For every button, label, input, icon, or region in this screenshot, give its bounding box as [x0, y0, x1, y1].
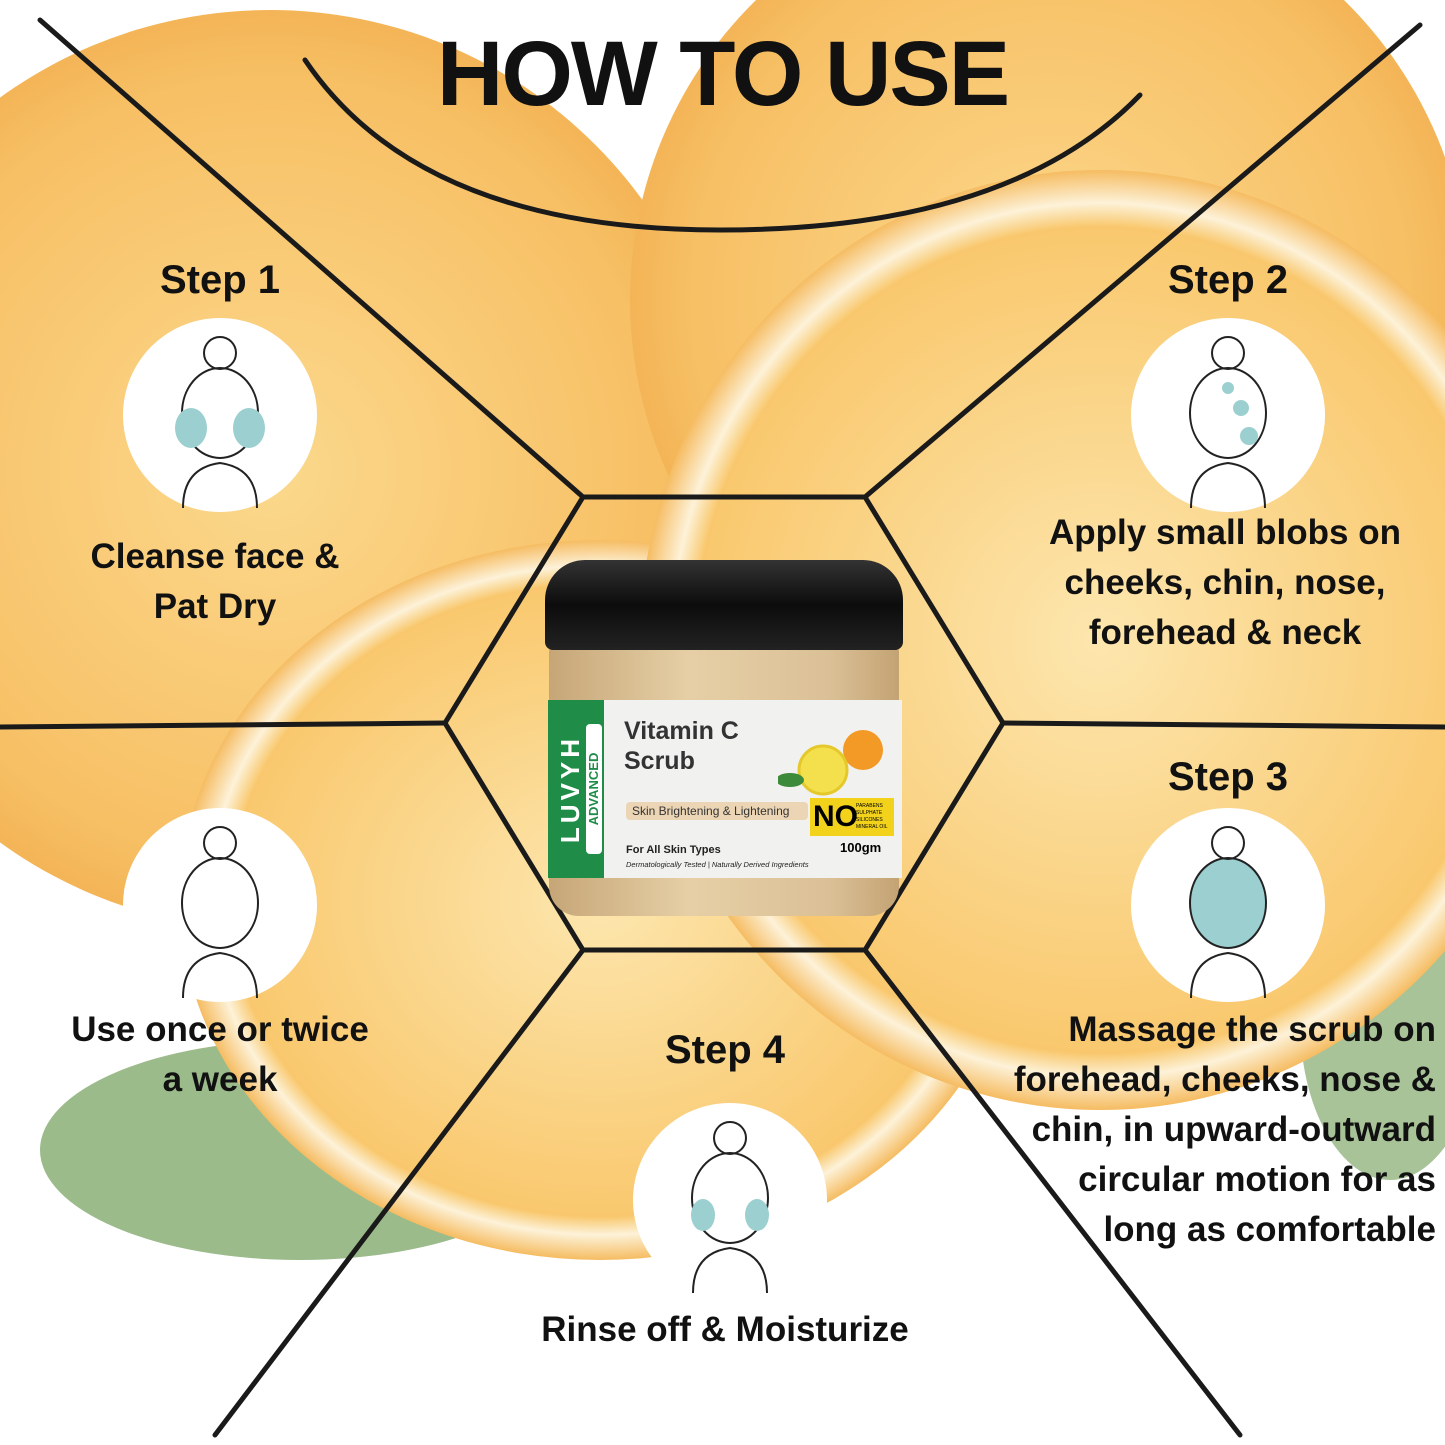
net-weight: 100gm — [840, 840, 882, 855]
face-icon — [181, 826, 259, 999]
step-1-illustration — [123, 318, 317, 512]
no-label: NO — [813, 800, 858, 833]
face-massaging-icon — [1189, 826, 1267, 999]
face-rinsing-icon — [691, 1121, 769, 1294]
free-from-item: SILICONES — [856, 817, 883, 823]
free-from-item: MINERAL OIL — [856, 824, 888, 830]
step-3-label: Step 3 — [1167, 755, 1289, 799]
brand-band: LUVYH ADVANCED — [548, 700, 604, 878]
step-4-description: Rinse off & Moisturize — [541, 1310, 909, 1349]
step-4-illustration — [633, 1103, 827, 1297]
free-from-list: PARABENS SULPHATE SILICONES MINERAL OIL — [856, 803, 888, 831]
step-2-description: Apply small blobs on cheeks, chin, nose,… — [1049, 513, 1401, 652]
free-from-item: SULPHATE — [856, 810, 883, 816]
free-from-item: PARABENS — [856, 803, 883, 809]
step-2-label: Step 2 — [1167, 258, 1289, 302]
page-title: HOW TO USE — [436, 23, 1010, 125]
product-name: Vitamin C Scrub — [624, 717, 739, 775]
face-applying-icon — [1189, 336, 1267, 509]
product-jar: LUVYH ADVANCED Vitamin C Scrub Skin Brig… — [545, 560, 903, 920]
product-line: ADVANCED — [586, 724, 602, 854]
divider-lines — [0, 17, 1445, 1438]
benefit-badge: Skin Brightening & Lightening — [626, 802, 808, 820]
jar-lid — [545, 560, 903, 650]
claims: Dermatologically Tested | Naturally Deri… — [626, 860, 809, 869]
step-3-illustration — [1131, 808, 1325, 1002]
face-washing-icon — [175, 336, 265, 509]
step-2-illustration — [1131, 318, 1325, 512]
step-1-description: Cleanse face & Pat Dry — [90, 537, 340, 626]
skin-types: For All Skin Types — [626, 844, 721, 856]
frequency-illustration — [123, 808, 317, 1002]
frequency-text: Use once or twice a week — [71, 1010, 369, 1099]
brand-name: LUVYH — [555, 734, 585, 844]
product-label: LUVYH ADVANCED Vitamin C Scrub Skin Brig… — [548, 700, 902, 878]
step-3-description: Massage the scrub on forehead, cheeks, n… — [1013, 1010, 1436, 1249]
citrus-fruit-icon — [778, 730, 883, 796]
free-from-badge: NO PARABENS SULPHATE SILICONES MINERAL O… — [810, 798, 894, 836]
step-1-label: Step 1 — [159, 258, 281, 302]
step-4-label: Step 4 — [664, 1028, 786, 1072]
